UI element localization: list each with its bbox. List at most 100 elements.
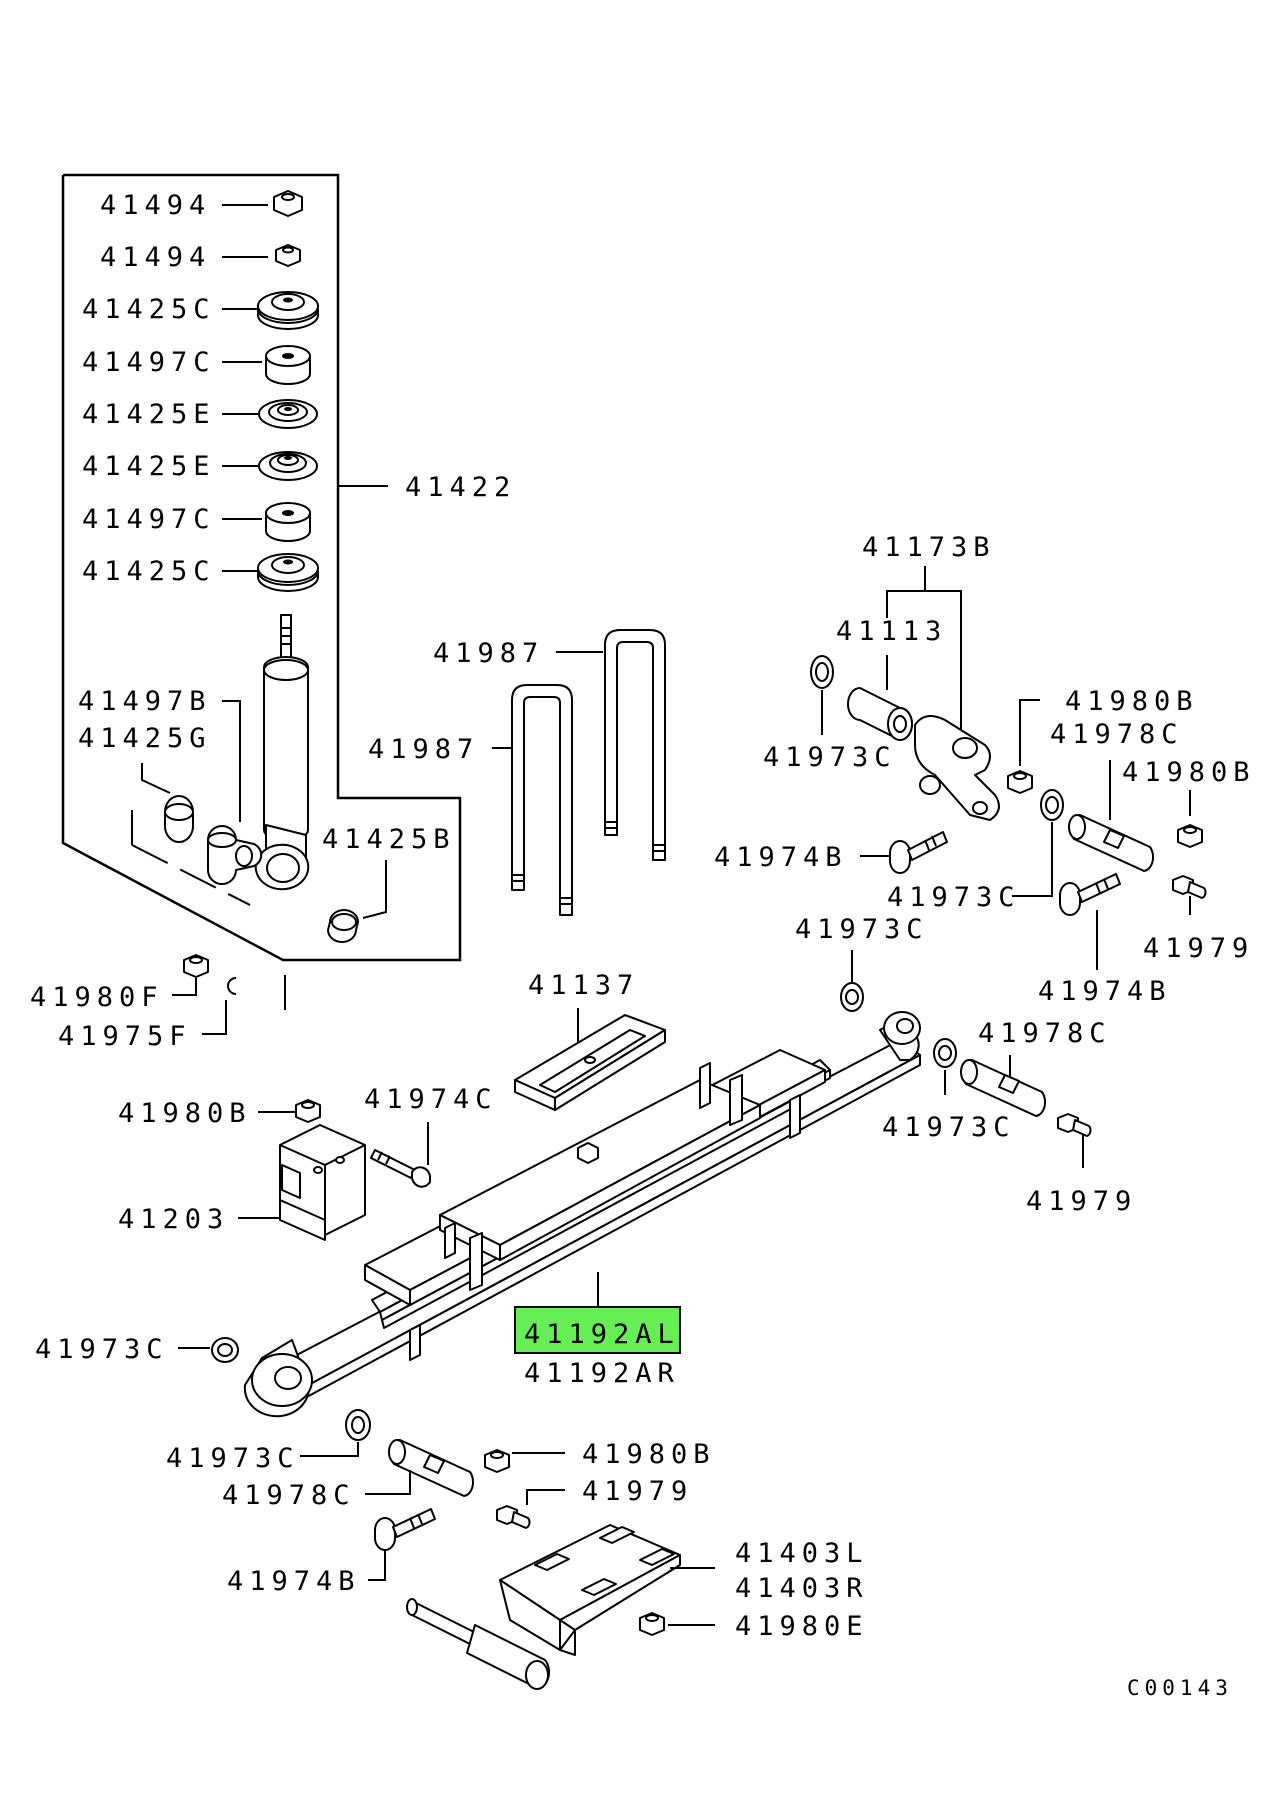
label-41980B-b: 41980B (1122, 757, 1256, 788)
cup-41425C-lower-icon (257, 553, 319, 592)
nut-41980B-shackle-b-icon (1177, 824, 1203, 848)
leader-41425G (141, 763, 171, 794)
label-41497B: 41497B (78, 686, 212, 717)
label-41973C-d: 41973C (882, 1112, 1016, 1143)
label-41974B-a: 41974B (714, 842, 848, 873)
label-41192AR: 41192AR (524, 1358, 680, 1389)
bolt-41974B-shackle-icon (889, 831, 948, 874)
label-41494-upper: 41494 (100, 190, 211, 221)
nipple-41979-front-icon (496, 1505, 531, 1529)
label-41425B: 41425B (322, 824, 456, 855)
label-41403R: 41403R (735, 1573, 869, 1604)
leaf-spring-icon (243, 1011, 921, 1418)
label-41980B-d: 41980B (582, 1439, 716, 1470)
shock-absorber-icon (254, 614, 310, 891)
bracket-41203-icon (279, 1124, 366, 1241)
nut-41980F-icon (183, 954, 209, 978)
label-41978C-a: 41978C (1050, 719, 1184, 750)
leader-41173B (886, 590, 962, 730)
label-41425C-upper: 41425C (82, 294, 216, 325)
leader-41497B (222, 700, 241, 822)
leader-41980B-a (1019, 699, 1040, 766)
washer-41973C-right-icon (933, 1038, 957, 1068)
cup-41425C-upper-icon (257, 291, 319, 330)
u-bolt-rear-icon (604, 629, 666, 861)
bolt-41974B-shackle-b-icon (1059, 873, 1121, 916)
label-41979-b: 41979 (1026, 1186, 1137, 1217)
label-41973C-c: 41973C (795, 914, 929, 945)
label-41973C-b: 41973C (887, 882, 1021, 913)
label-41980B-c: 41980B (118, 1098, 252, 1129)
leader-41973C-f (300, 1442, 359, 1457)
washer-41973C-shackle-b-icon (1040, 789, 1064, 821)
clip-41975F-icon (227, 977, 237, 995)
leader-41979-c (526, 1489, 565, 1505)
nut-41980E-icon (639, 1612, 665, 1636)
bushing-41497C-upper-icon (265, 345, 311, 385)
nut-41494-lower-icon (275, 244, 301, 267)
label-41974C: 41974C (364, 1084, 498, 1115)
spring-seat-icon (406, 1524, 681, 1690)
label-41980E: 41980E (735, 1611, 869, 1642)
washer-41973C-left-icon (211, 1337, 239, 1363)
bushing-41425G-icon (164, 795, 194, 843)
label-41425E-upper: 41425E (82, 399, 216, 430)
nipple-41979-right-icon (1057, 1113, 1092, 1137)
label-41974B-b: 41974B (1038, 976, 1172, 1007)
nut-41980B-shackle-icon (1007, 770, 1033, 794)
label-41974B-c: 41974B (227, 1566, 361, 1597)
u-bolt-front-icon (511, 684, 573, 916)
bolt-41974C-icon (370, 1149, 431, 1188)
label-41425E-lower: 41425E (82, 451, 216, 482)
nut-41494-upper-icon (273, 190, 303, 217)
shackle-plate-icon (914, 715, 1000, 821)
label-41979-c: 41979 (582, 1476, 693, 1507)
bushing-41497B-icon (207, 825, 263, 885)
label-41497C-upper: 41497C (82, 347, 216, 378)
label-41973C-a: 41973C (763, 742, 897, 773)
label-41422: 41422 (405, 472, 516, 503)
bushing-41113-icon (847, 687, 913, 741)
label-41978C-c: 41978C (222, 1480, 356, 1511)
label-41980F: 41980F (30, 982, 164, 1013)
label-41425C-lower: 41425C (82, 556, 216, 587)
shock-group-frame (61, 173, 462, 962)
diagram-code: C00143 (1127, 1676, 1233, 1700)
label-41137: 41137 (528, 970, 639, 1001)
pin-41978C-right-icon (960, 1059, 1047, 1117)
shock-stack-labels: 41494 41494 41425C 41497C 41425E 41425E … (82, 190, 268, 587)
label-41113: 41113 (836, 616, 947, 647)
washer-41425E-lower-icon (258, 451, 318, 481)
label-41192AL[interactable]: 41192AL (524, 1319, 680, 1350)
washer-41425E-upper-icon (258, 399, 318, 429)
shock-stack-parts (257, 190, 319, 592)
bolt-41974B-front-icon (374, 1508, 436, 1551)
pin-41978C-shackle-icon (1068, 814, 1155, 872)
label-41980B-a: 41980B (1065, 686, 1199, 717)
leader-41425B (362, 860, 387, 919)
leader-41974B-c (368, 1550, 386, 1581)
washer-41973C-front-icon (345, 1409, 371, 1441)
label-41425G: 41425G (78, 723, 212, 754)
label-41173B: 41173B (862, 532, 996, 563)
bushing-41497C-lower-icon (265, 502, 311, 542)
label-41973C-f: 41973C (166, 1443, 300, 1474)
label-41987-rear: 41987 (433, 638, 544, 669)
highlight-41192AL (514, 1306, 681, 1354)
washer-41973C-top-icon (840, 982, 864, 1012)
nut-41980B-bracket-icon (295, 1099, 321, 1123)
label-41975F: 41975F (58, 1021, 192, 1052)
leader-41973C-b (1012, 822, 1053, 897)
washer-41973C-shackle-icon (810, 655, 834, 689)
leader-41980F (172, 978, 197, 996)
label-41494-lower: 41494 (100, 242, 211, 273)
leader-41978C-c (365, 1470, 411, 1495)
label-41497C-lower: 41497C (82, 504, 216, 535)
leader-41975F (202, 1000, 227, 1035)
label-41973C-e: 41973C (35, 1334, 169, 1365)
plate-41137-icon (514, 1014, 666, 1111)
label-41978C-b: 41978C (978, 1018, 1112, 1049)
label-41979-a: 41979 (1143, 933, 1254, 964)
